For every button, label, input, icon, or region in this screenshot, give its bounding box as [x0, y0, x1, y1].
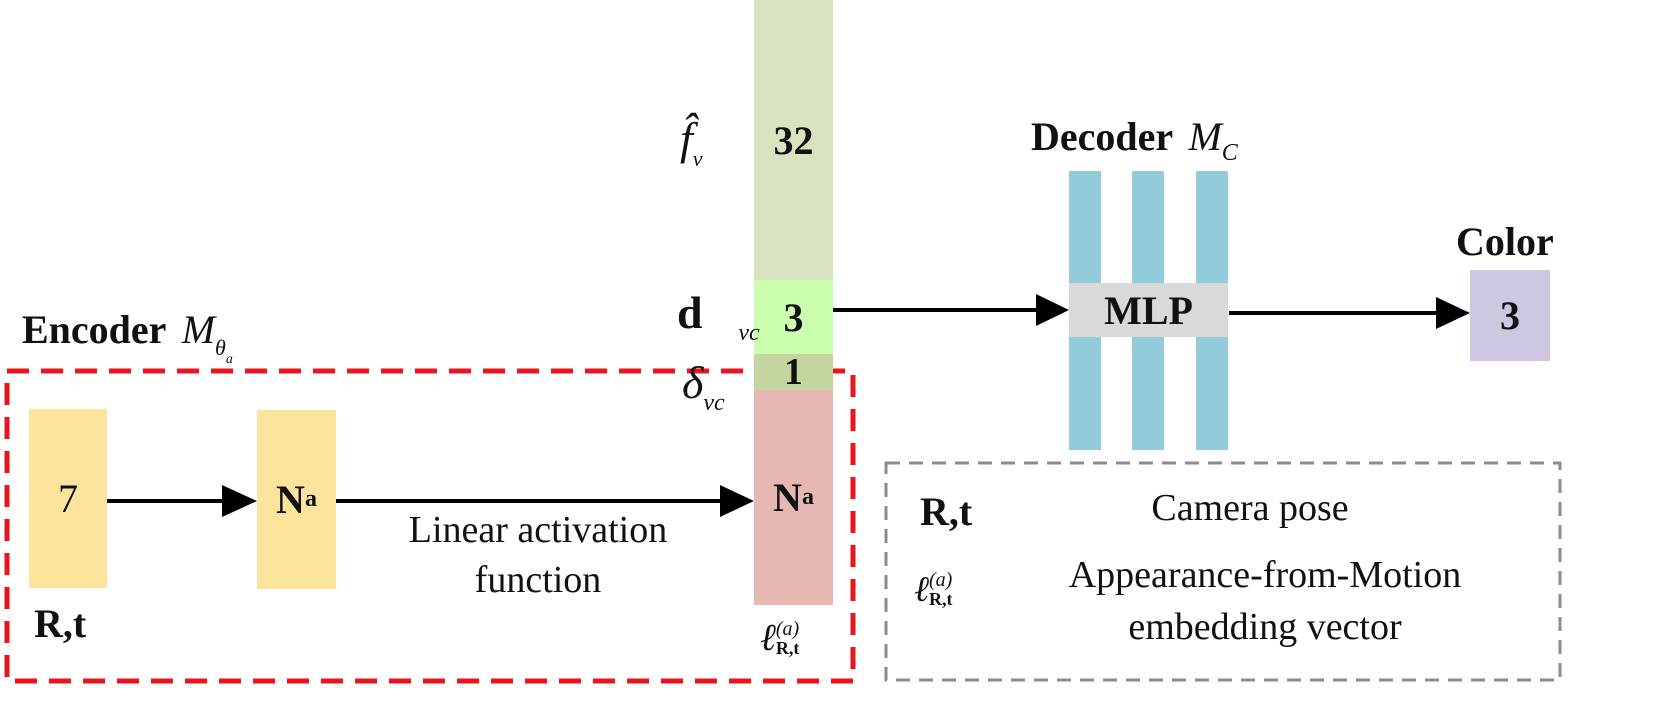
embedding-label-sub: R,t	[775, 638, 800, 658]
symbol-delta: δvc	[682, 356, 725, 417]
encoder-title: Encoder Mθa	[22, 306, 233, 368]
legend-key-embedding-sub: R,t	[929, 589, 953, 609]
encoder-symbol-subsub: a	[225, 352, 233, 367]
feature-segment-delta-value: 1	[784, 351, 803, 393]
output-block: 3	[1470, 270, 1550, 361]
feature-segment-dvc-value: 3	[783, 294, 804, 340]
encoder-symbol: M	[181, 307, 216, 352]
symbol-fv-main: f̂	[680, 113, 693, 164]
activation-caption-line2: function	[474, 559, 602, 601]
activation-caption-line1: Linear activation	[408, 509, 668, 551]
feature-segment-embedding-value: N	[773, 475, 802, 520]
legend-key-embedding-symbol: ℓ	[914, 569, 929, 609]
input-block-value: 7	[58, 476, 78, 521]
legend-key-rt: R,t	[920, 489, 973, 534]
hidden-block-value-sub: a	[304, 486, 317, 512]
feature-segment-fv-value: 32	[773, 117, 814, 163]
feature-segment-dvc: 3	[754, 280, 833, 354]
legend-desc-afm-line1: Appearance-from-Motion	[1068, 554, 1462, 596]
legend-frame	[884, 461, 1562, 682]
symbol-dvc: d⃗vc	[677, 286, 760, 347]
symbol-delta-sub: vc	[703, 390, 725, 416]
feature-segment-embedding-value-sub: a	[801, 484, 814, 510]
encoder-title-word: Encoder	[22, 307, 166, 352]
output-title: Color	[1456, 219, 1554, 264]
hidden-block-value: N	[276, 477, 305, 522]
mlp-label: MLP	[1104, 287, 1193, 333]
arrowhead-4	[1436, 297, 1470, 329]
embedding-label-sup: (a)	[775, 618, 800, 640]
feature-segment-fv: 32	[754, 0, 833, 280]
decoder-title: Decoder MC	[1031, 113, 1238, 167]
input-block: 7	[29, 409, 107, 588]
symbol-fv-sub: v	[692, 146, 703, 171]
symbol-fv: f̂v	[680, 112, 703, 172]
decoder-symbol-sub: C	[1221, 140, 1238, 166]
symbol-dvc-sub: vc	[738, 320, 760, 346]
decoder-title-word: Decoder	[1031, 114, 1173, 159]
legend-key-embedding: ℓ (a) R,t	[914, 568, 953, 610]
symbol-dvc-main: d⃗	[677, 287, 739, 338]
symbol-delta-main: δ	[682, 357, 704, 408]
mlp-box: MLP	[1069, 283, 1228, 337]
feature-segment-delta: 1	[754, 351, 833, 393]
arrowhead-3	[1036, 294, 1069, 326]
output-value: 3	[1500, 293, 1520, 338]
legend-key-embedding-sup: (a)	[929, 569, 953, 591]
decoder-symbol: M	[1188, 114, 1222, 159]
arrowhead-1	[222, 485, 257, 517]
legend-desc-afm-line2: embedding vector	[1128, 606, 1402, 648]
embedding-label-symbol: ℓ	[760, 617, 776, 659]
legend-desc-camera-pose: Camera pose	[1151, 487, 1349, 529]
encoder-frame	[4, 368, 856, 684]
encoder-symbol-sub: θ	[215, 335, 226, 360]
input-label: R,t	[34, 601, 87, 646]
embedding-label: ℓ (a) R,t	[760, 616, 799, 660]
arrowhead-2	[720, 485, 754, 517]
